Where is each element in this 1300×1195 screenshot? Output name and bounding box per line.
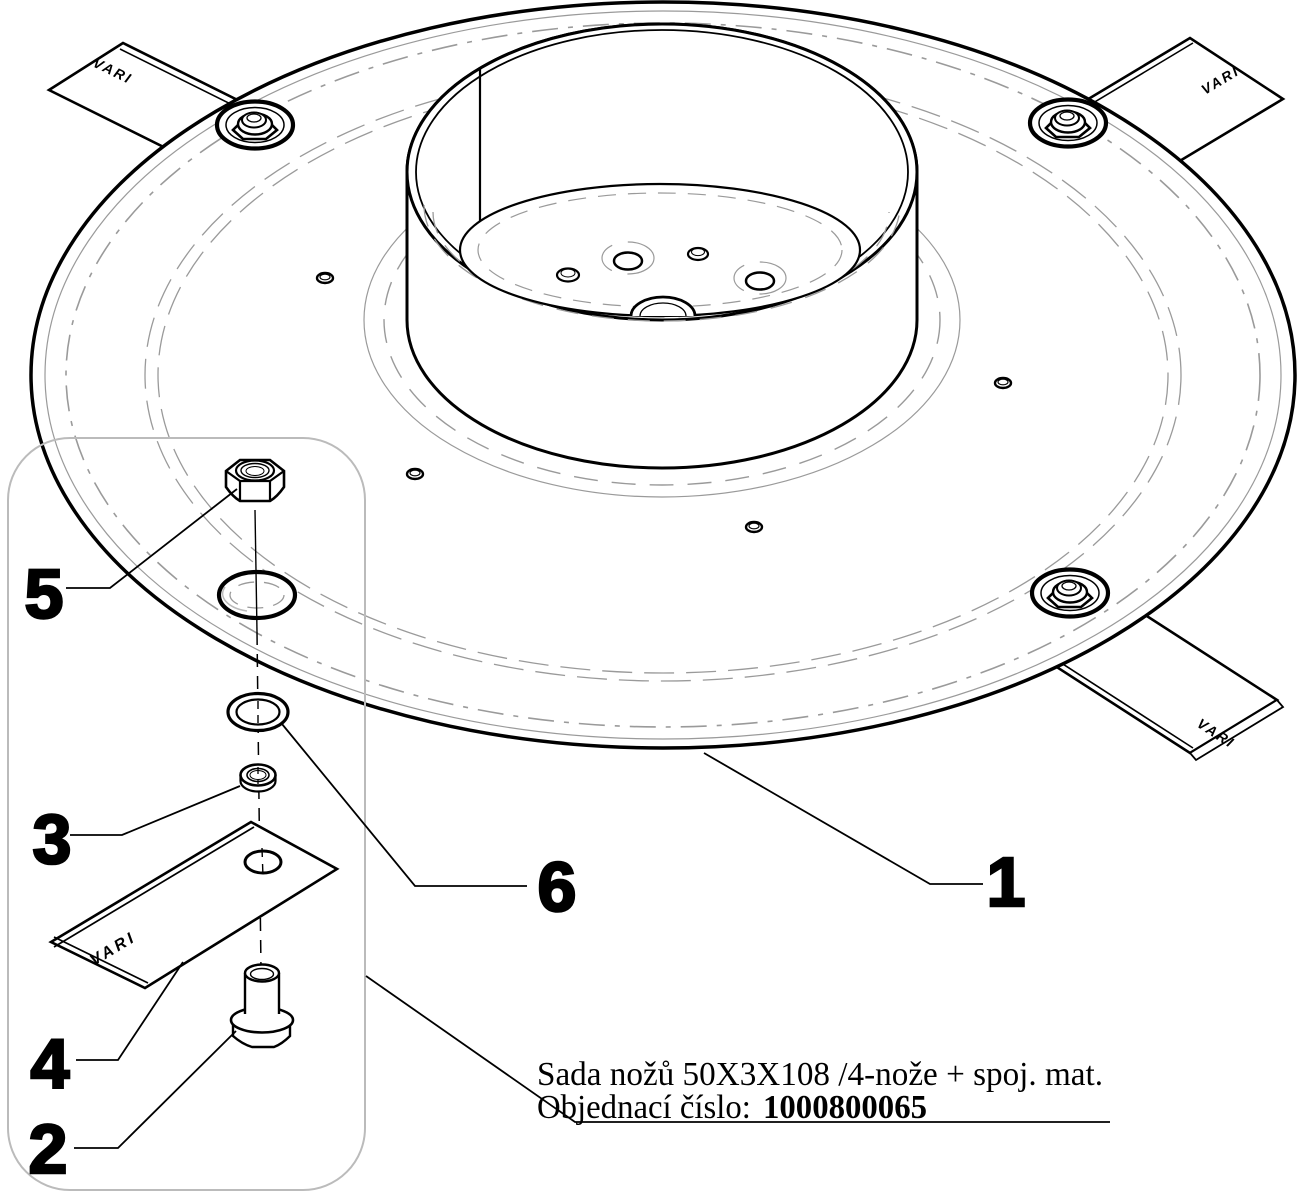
center-drum [405, 22, 919, 470]
leader-caption [365, 975, 1110, 1123]
part-washer [239, 763, 277, 793]
leader-lines [66, 488, 1110, 1149]
blade-bolt-assembly-se [1029, 567, 1111, 619]
disc-hole-small [993, 376, 1013, 390]
bolt-pitch-circle [65, 22, 1261, 728]
leader-3 [70, 785, 241, 836]
part-ring [226, 691, 290, 733]
drum-hub-hole [629, 295, 697, 317]
callout-4: 4 [31, 1025, 70, 1103]
disc-hole-small [405, 467, 425, 481]
callout-6: 6 [538, 848, 577, 926]
callout-3: 3 [33, 800, 72, 878]
leader-2 [74, 1030, 237, 1149]
part-blade: VARI [48, 820, 340, 990]
drum-seat-circle-dashed [383, 154, 941, 486]
caption-line2: Objednací číslo: 1000800065 [537, 1089, 927, 1126]
blade-bolt-assembly-nw [214, 99, 296, 151]
leader-4 [76, 961, 184, 1061]
caption-line1: Sada nožů 50X3X108 /4-nože + spoj. mat. [537, 1056, 1103, 1093]
part-bolt [229, 963, 295, 1049]
caption-order-label: Objednací číslo: [537, 1089, 759, 1126]
drum-floor-hole-countersunk [733, 261, 787, 295]
leader-1 [703, 752, 983, 885]
callout-2: 2 [29, 1110, 68, 1188]
drum-floor-hole [555, 267, 581, 283]
disc-hole-small [744, 520, 764, 534]
disc-hole-small [315, 271, 335, 285]
assembly-centerline [254, 509, 262, 971]
drum-floor-hole [686, 246, 710, 262]
blade-bolt-assembly-ne [1027, 97, 1109, 149]
drum-floor-hole-countersunk [601, 241, 655, 275]
callout-1: 1 [987, 843, 1026, 921]
leader-6 [281, 723, 527, 887]
detail-box [7, 437, 366, 1191]
caption-block: Sada nožů 50X3X108 /4-nože + spoj. mat. … [537, 1056, 1103, 1126]
caption-order-number: 1000800065 [763, 1089, 927, 1126]
leader-5 [66, 488, 238, 589]
callout-5: 5 [25, 555, 64, 633]
part-nut [224, 458, 286, 503]
